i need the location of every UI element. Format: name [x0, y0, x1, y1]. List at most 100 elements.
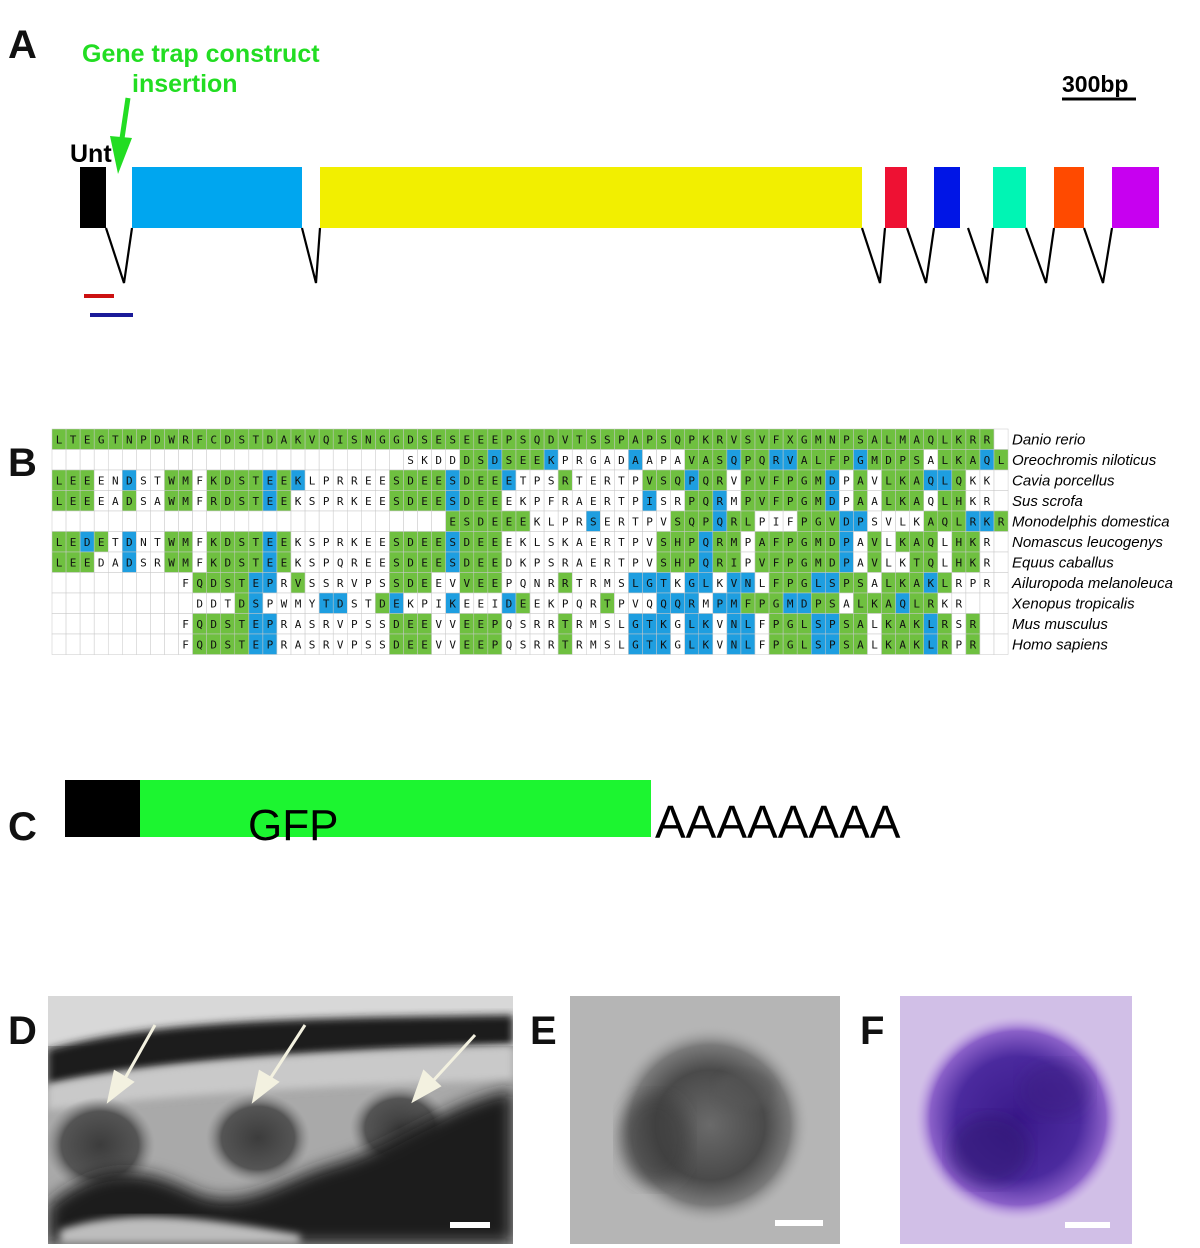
residue: Q: [534, 433, 541, 446]
residue: V: [731, 433, 738, 446]
residue: K: [899, 474, 906, 487]
residue: D: [126, 474, 133, 487]
residue: K: [927, 577, 934, 590]
residue: Q: [688, 515, 695, 528]
residue: L: [56, 536, 63, 549]
residue: D: [126, 556, 133, 569]
residue: F: [548, 495, 555, 508]
residue: D: [224, 433, 231, 446]
residue: L: [745, 618, 752, 631]
residue: M: [815, 433, 822, 446]
residue: V: [646, 556, 653, 569]
residue: Q: [196, 577, 203, 590]
residue: F: [773, 433, 780, 446]
residue: P: [702, 515, 709, 528]
residue: K: [295, 556, 302, 569]
residue: K: [534, 515, 541, 528]
alignment-cell: [192, 510, 207, 532]
residue: E: [590, 556, 597, 569]
residue: K: [520, 495, 527, 508]
residue: E: [590, 474, 597, 487]
residue: K: [674, 577, 681, 590]
residue: P: [956, 638, 963, 651]
residue: R: [590, 577, 597, 590]
residue: M: [815, 536, 822, 549]
residue: D: [492, 454, 499, 467]
residue: Q: [899, 597, 906, 610]
residue: R: [674, 495, 681, 508]
residue: L: [871, 638, 878, 651]
residue: K: [899, 556, 906, 569]
species-name: Oreochromis niloticus: [1012, 452, 1157, 469]
scale-bar-f: [1065, 1222, 1110, 1228]
residue: R: [323, 638, 330, 651]
residue: V: [871, 536, 878, 549]
residue: P: [534, 495, 541, 508]
residue: S: [379, 577, 386, 590]
residue: F: [773, 556, 780, 569]
residue: R: [970, 638, 977, 651]
residue: S: [351, 433, 358, 446]
residue: Q: [702, 495, 709, 508]
alignment-cell: [164, 510, 179, 532]
residue: P: [365, 577, 372, 590]
residue: E: [506, 495, 513, 508]
residue: K: [702, 638, 709, 651]
residue: H: [956, 495, 963, 508]
species-name: Sus scrofa: [1012, 493, 1083, 510]
residue: S: [238, 556, 245, 569]
residue: V: [435, 638, 442, 651]
residue: K: [913, 618, 920, 631]
species-name: Monodelphis domestica: [1012, 513, 1170, 530]
alignment-cell: [79, 592, 95, 614]
residue: R: [717, 495, 724, 508]
alignment-cell: [136, 613, 151, 635]
residue: R: [941, 638, 948, 651]
residue: E: [435, 536, 442, 549]
residue: L: [632, 577, 639, 590]
residue: M: [590, 638, 597, 651]
residue: S: [365, 618, 372, 631]
residue: K: [702, 433, 709, 446]
residue: Q: [196, 638, 203, 651]
residue: K: [295, 474, 302, 487]
residue: K: [295, 536, 302, 549]
residue: S: [449, 536, 456, 549]
residue: R: [337, 577, 344, 590]
residue: S: [238, 433, 245, 446]
residue: E: [478, 618, 485, 631]
residue: R: [323, 618, 330, 631]
residue: S: [815, 638, 822, 651]
residue: L: [941, 495, 948, 508]
alignment-cell: [164, 592, 179, 614]
residue: S: [843, 638, 850, 651]
residue: K: [562, 536, 569, 549]
residue: K: [295, 433, 302, 446]
residue: H: [956, 556, 963, 569]
species-name: Mus musculus: [1012, 616, 1108, 633]
residue: K: [702, 618, 709, 631]
residue: K: [295, 495, 302, 508]
residue: I: [492, 597, 499, 610]
species-name: Danio rerio: [1012, 431, 1085, 448]
residue: R: [688, 597, 695, 610]
residue: R: [576, 638, 583, 651]
residue: E: [492, 495, 499, 508]
residue: P: [492, 618, 499, 631]
residue: E: [407, 638, 414, 651]
residue: P: [815, 597, 822, 610]
residue: G: [590, 454, 597, 467]
alignment-cell: [93, 572, 109, 594]
alignment-cell: [107, 633, 123, 655]
residue: P: [618, 433, 625, 446]
residue: G: [674, 618, 681, 631]
residue: D: [843, 515, 850, 528]
residue: W: [168, 474, 175, 487]
residue: P: [787, 536, 794, 549]
residue: D: [407, 536, 414, 549]
exon-3: [320, 167, 862, 228]
residue: K: [984, 474, 991, 487]
residue: R: [576, 454, 583, 467]
residue: E: [435, 474, 442, 487]
